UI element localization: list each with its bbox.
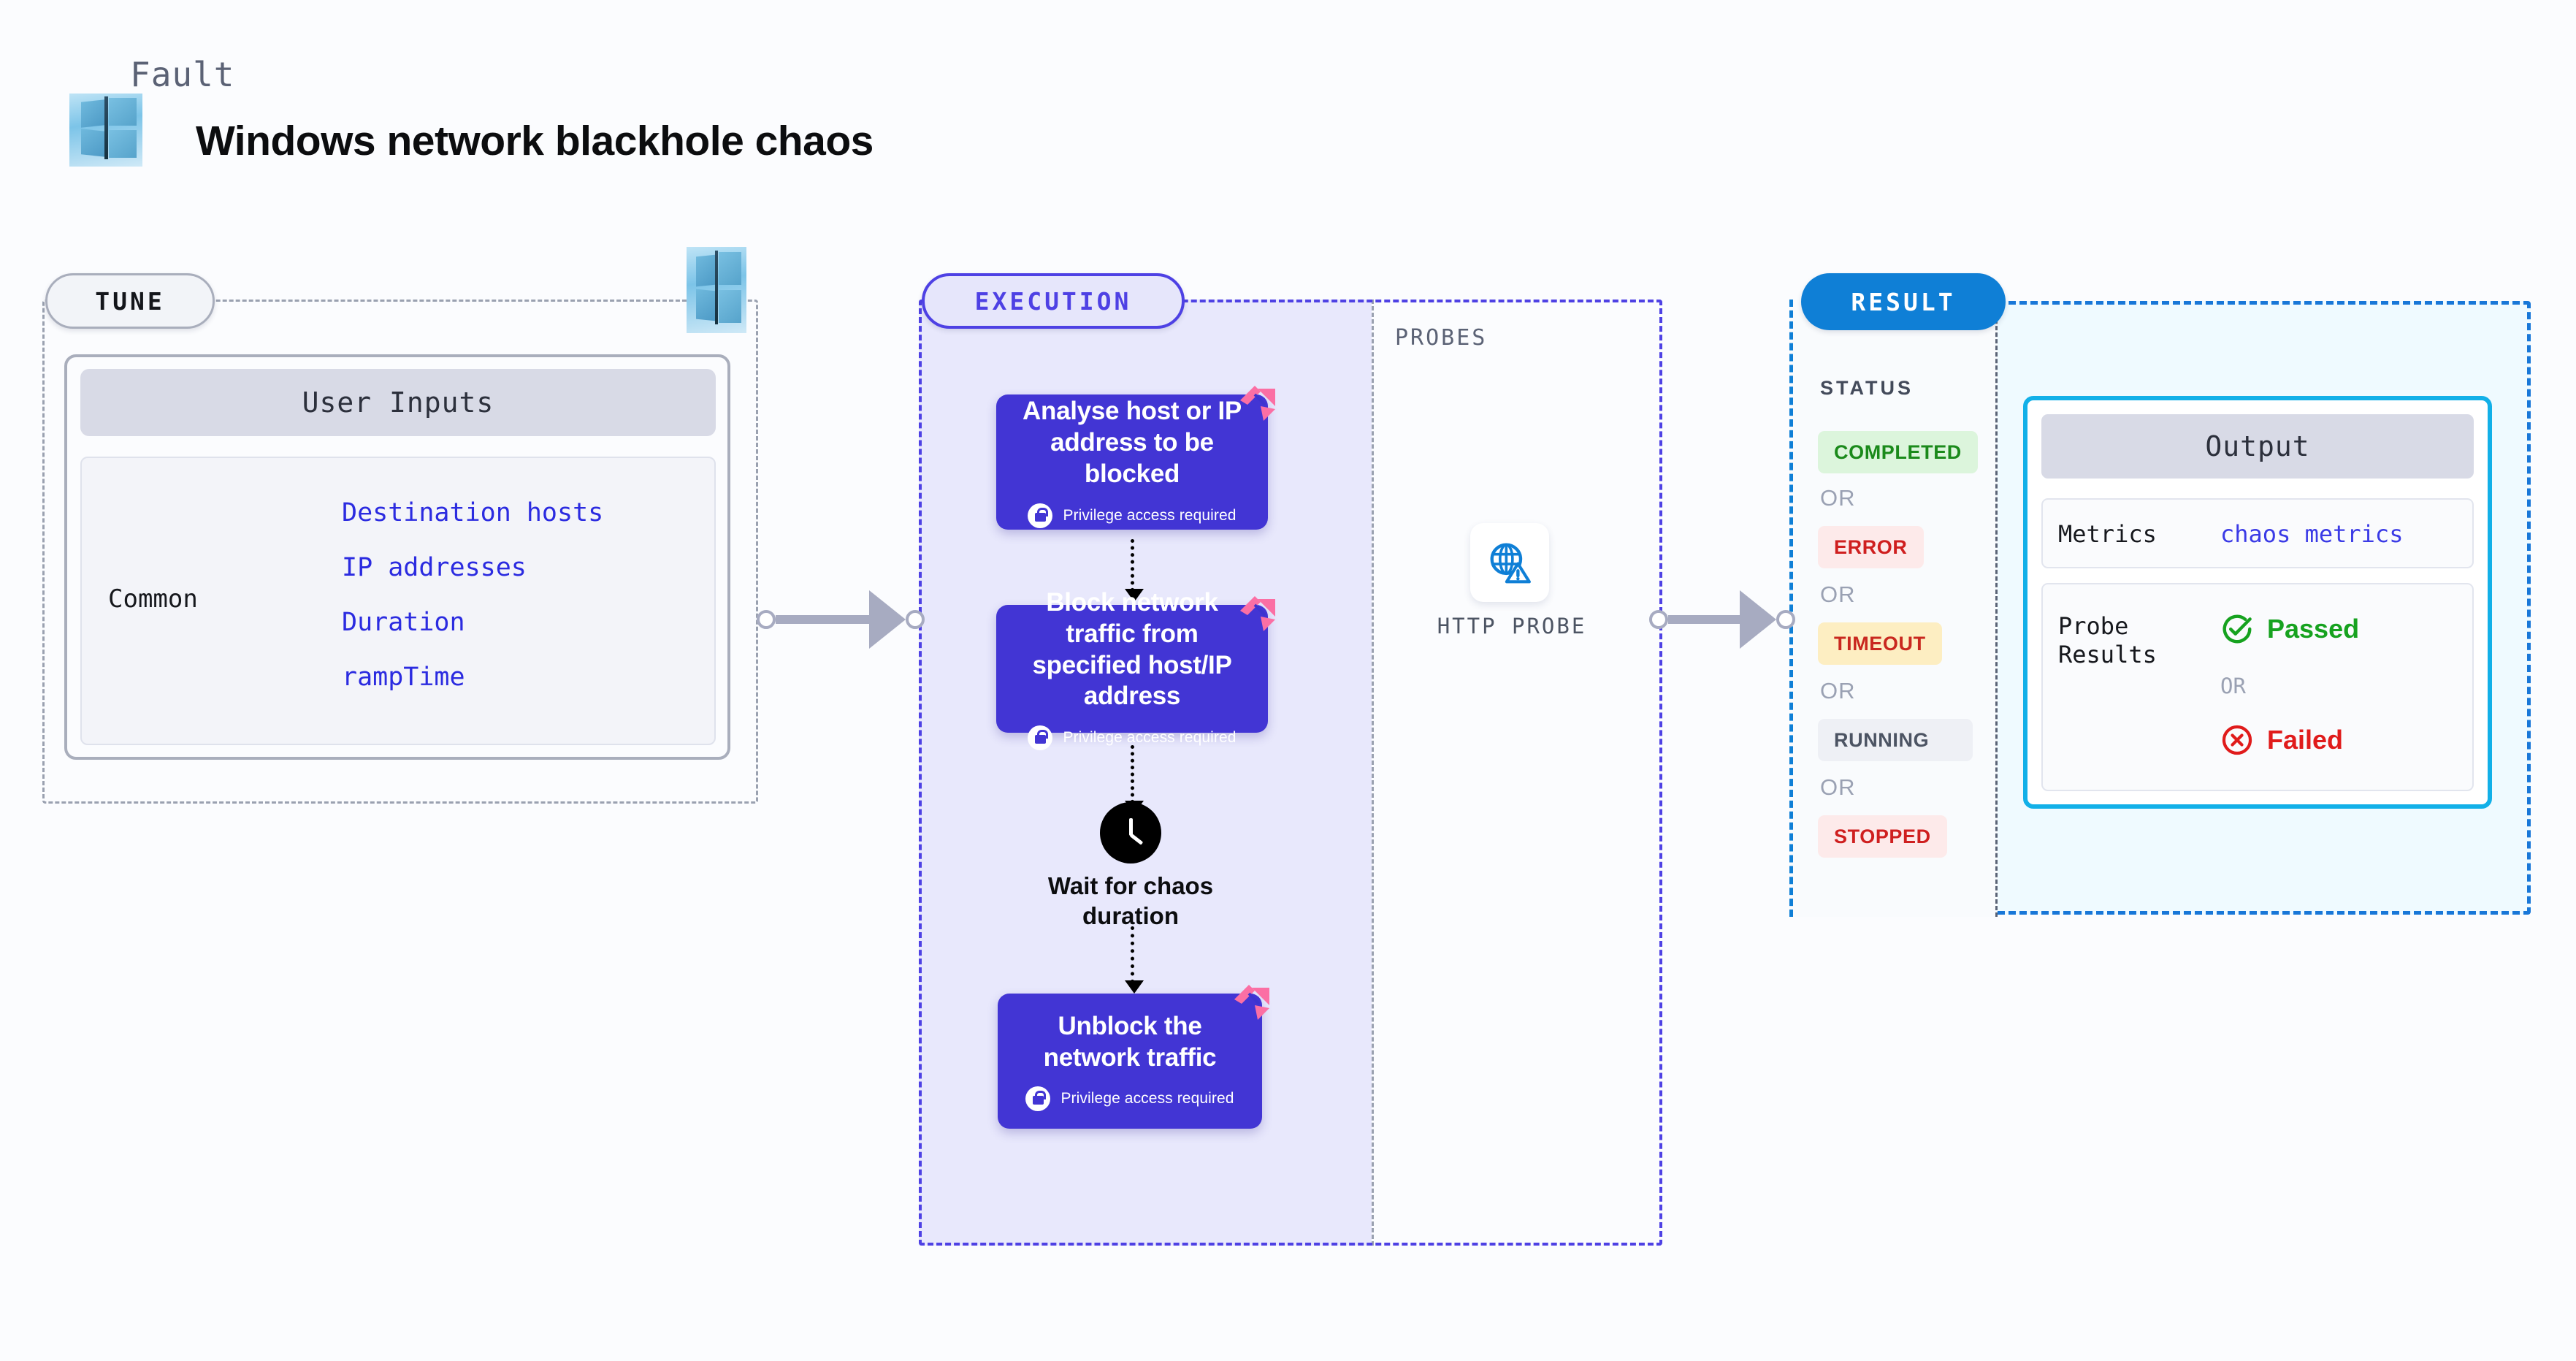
execution-step-2-note: Privilege access required [1028,725,1236,750]
x-circle-icon [2222,725,2252,755]
flow-arrow-3-icon [1125,926,1144,994]
http-probe-card[interactable] [1470,523,1549,602]
probe-result-failed-label: Failed [2267,725,2344,755]
output-title: Output [2041,414,2474,479]
connector-execution-to-result [1649,590,1795,649]
chaos-ribbon-icon [1240,386,1275,421]
clock-icon [1100,802,1161,864]
flow-arrow-2-icon [1125,745,1144,814]
execution-step-1-note-text: Privilege access required [1063,506,1237,524]
chaos-ribbon-icon [1234,985,1269,1020]
input-group-label: Common [108,584,198,614]
lock-icon [1028,503,1053,528]
status-badge-stopped: STOPPED [1818,815,1947,858]
globe-warning-icon [1490,543,1531,584]
execution-step-1[interactable]: Analyse host or IP address to be blocked… [996,386,1275,530]
execution-step-2-note-text: Privilege access required [1063,728,1237,746]
connector-end-dot [1776,610,1795,629]
connector-end-dot [906,610,925,629]
execution-step-3-note-text: Privilege access required [1060,1090,1234,1108]
probe-result-failed: Failed [2220,723,2343,757]
probe-results-key-label: Probe Results [2058,612,2157,669]
status-badge-error: ERROR [1818,526,1924,568]
metrics-key-label: Metrics [2058,520,2157,548]
probes-panel-fill [1372,300,1662,1246]
status-or-1: OR [1820,485,1856,511]
metrics-value-link[interactable]: chaos metrics [2220,520,2404,548]
status-or-2: OR [1820,582,1856,607]
lock-icon [1028,725,1053,750]
flow-arrow-1-icon [1125,539,1144,602]
execution-step-1-title: Analyse host or IP address to be blocked [1023,397,1242,488]
probes-section-label: PROBES [1395,325,1488,351]
status-badge-completed: COMPLETED [1818,431,1978,473]
fault-kicker: Fault [130,55,235,94]
input-item-ip-addresses[interactable]: IP addresses [342,553,527,582]
probe-result-passed-label: Passed [2267,614,2360,644]
lock-icon [1025,1086,1051,1112]
connector-line [1668,615,1741,624]
output-probe-results-row [2041,583,2474,791]
connector-start-dot [757,610,776,629]
tune-section-pill[interactable]: TUNE [45,273,215,329]
input-item-destination-hosts[interactable]: Destination hosts [342,498,604,527]
http-probe-label: HTTP PROBE [1437,614,1587,638]
user-inputs-list: Destination hosts IP addresses Duration … [342,486,649,705]
wait-for-chaos-duration-label: Wait for chaos duration [1047,872,1214,930]
chaos-ribbon-icon [1240,596,1275,631]
execution-step-1-note: Privilege access required [1028,503,1236,528]
status-column-frame [1789,300,1998,917]
execution-step-2[interactable]: Block network traffic from specified hos… [996,588,1275,750]
page-title: Windows network blackhole chaos [196,118,874,164]
status-badge-timeout: TIMEOUT [1818,622,1942,665]
connector-start-dot [1649,610,1668,629]
probe-result-passed: Passed [2220,612,2359,646]
execution-step-3-note: Privilege access required [1025,1086,1234,1112]
status-badge-running: RUNNING [1818,719,1973,761]
windows-logo-icon [69,94,142,167]
result-section-pill[interactable]: RESULT [1801,273,2006,330]
execution-step-2-title: Block network traffic from specified hos… [1032,588,1232,711]
connector-line [776,615,871,624]
tune-section-frame [42,300,758,804]
connector-tune-to-execution [757,590,925,649]
check-circle-icon [2223,614,2252,644]
input-item-duration[interactable]: Duration [342,608,465,637]
execution-section-pill[interactable]: EXECUTION [922,273,1185,329]
probe-result-or: OR [2220,674,2246,698]
user-inputs-title: User Inputs [80,369,716,436]
execution-step-3-title: Unblock the network traffic [1043,1011,1217,1072]
input-item-ramptime[interactable]: rampTime [342,663,465,692]
connector-arrowhead-icon [869,590,906,649]
execution-step-3[interactable]: Unblock the network traffic Privilege ac… [998,985,1269,1129]
output-metrics-row [2041,498,2474,568]
execution-section-frame [919,300,1662,1246]
status-column-fill [1789,300,1998,917]
connector-arrowhead-icon [1740,590,1776,649]
status-heading: STATUS [1820,377,1914,399]
windows-platform-icon [687,247,746,333]
status-or-3: OR [1820,678,1856,704]
status-or-4: OR [1820,774,1856,800]
user-inputs-body [80,457,716,745]
